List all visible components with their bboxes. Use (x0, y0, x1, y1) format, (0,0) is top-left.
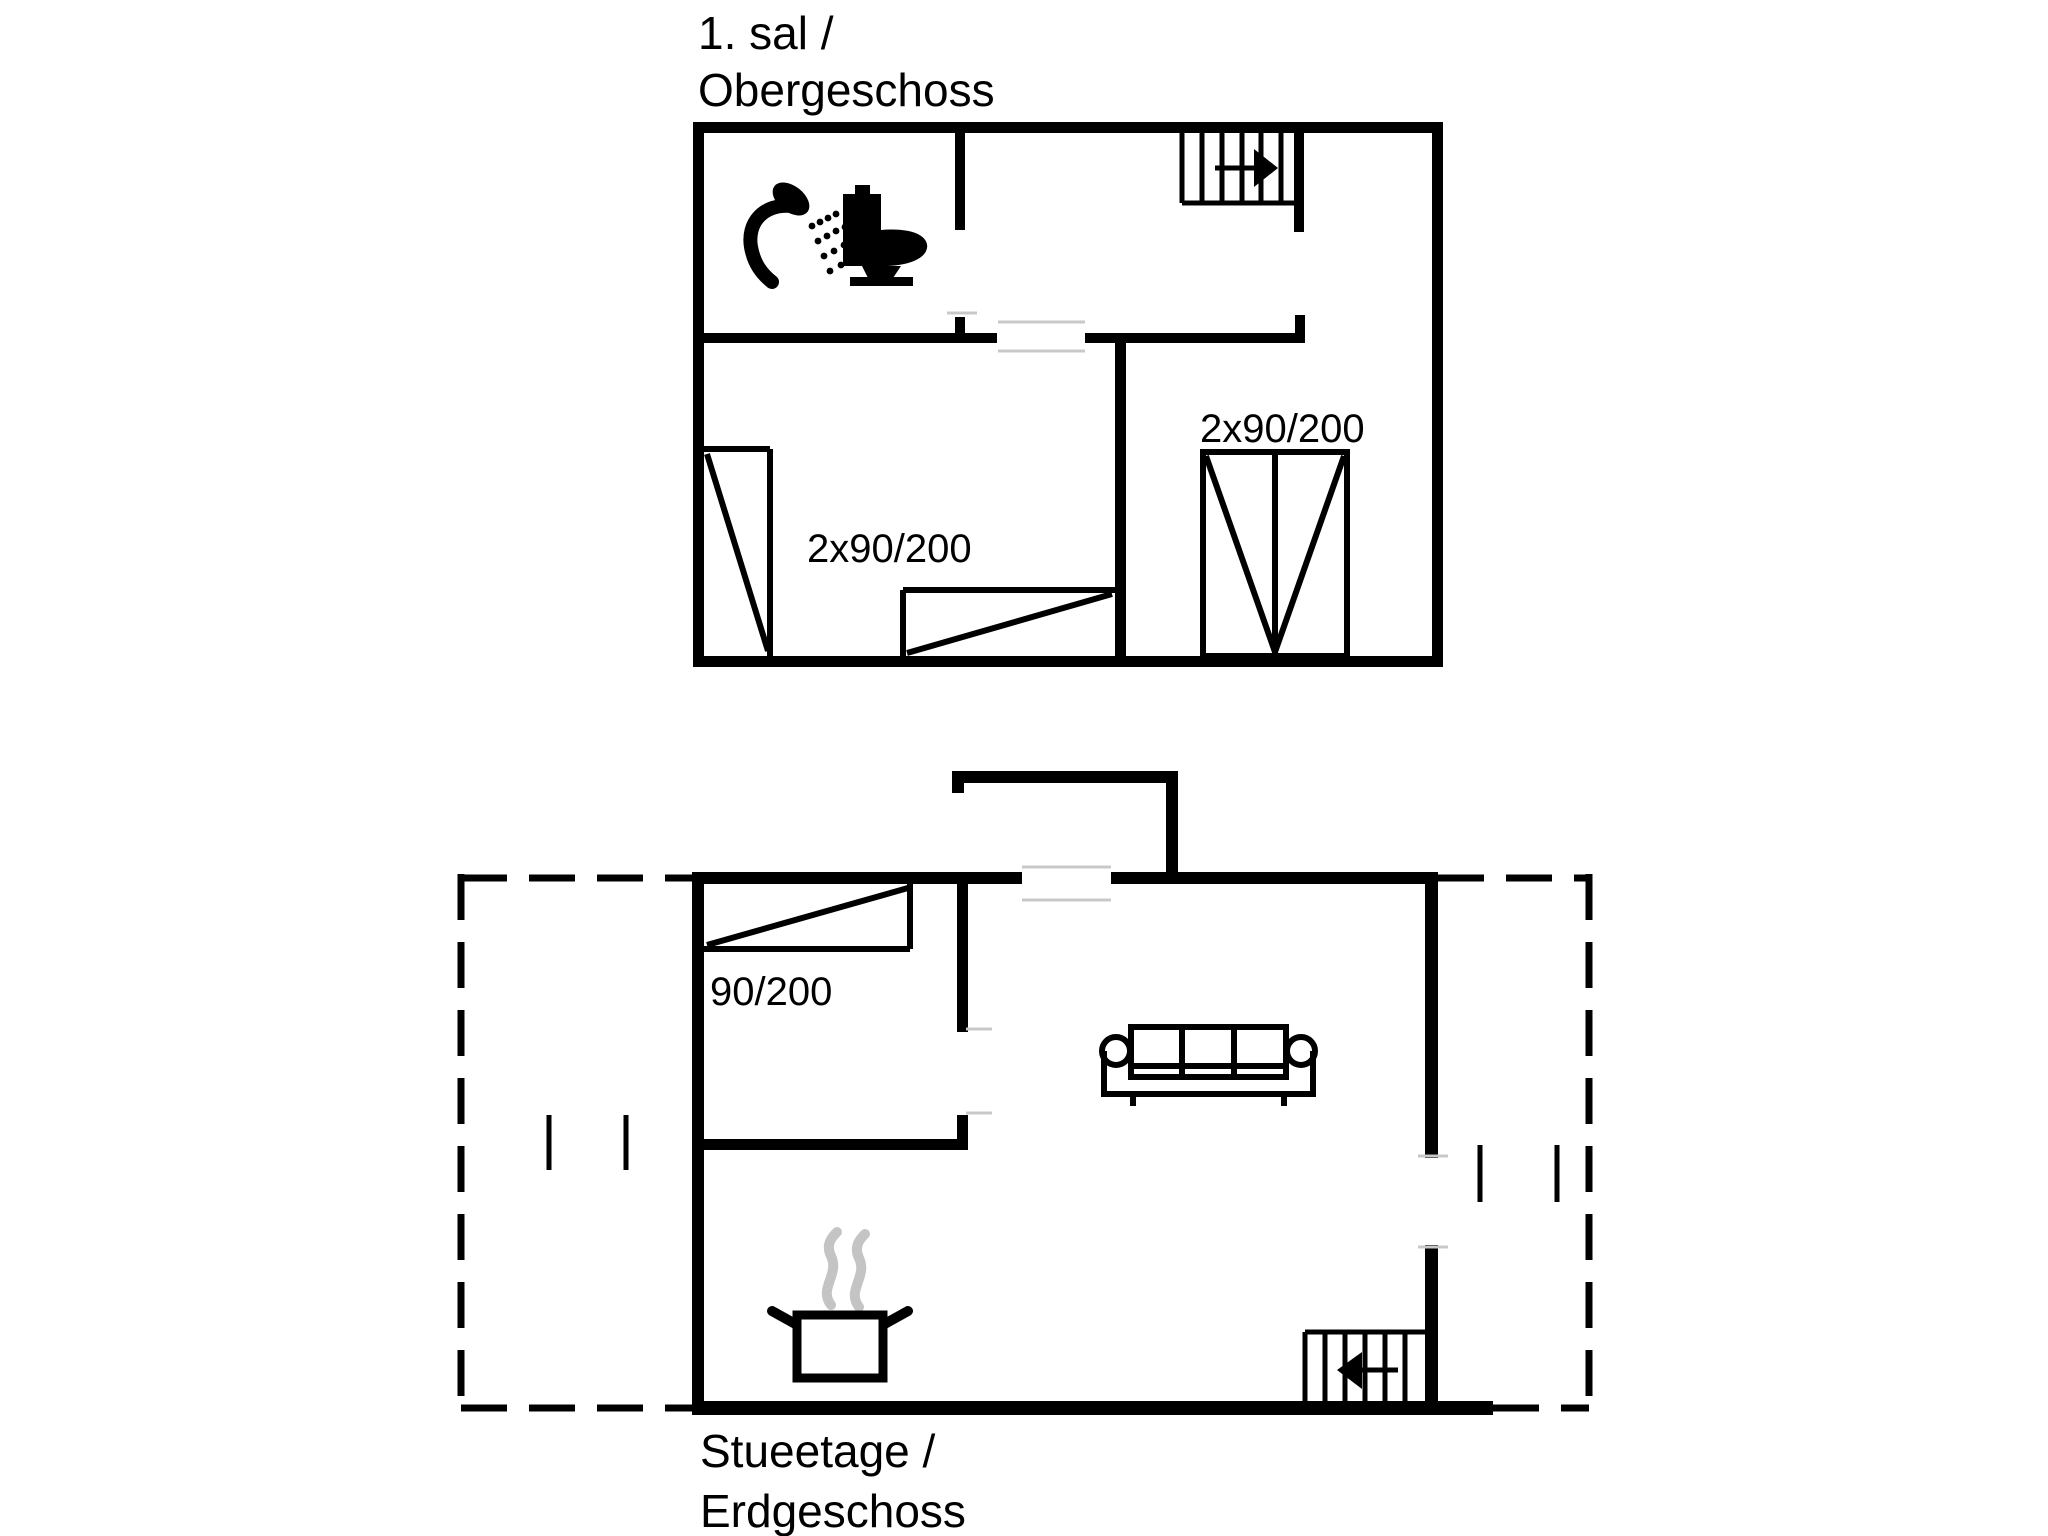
toilet-icon (843, 185, 928, 286)
stairs-icon (1302, 1329, 1425, 1401)
entrance-vestibule-walls (952, 771, 1178, 884)
cooking-pot-icon (767, 1227, 913, 1383)
double-bed-icon (1200, 449, 1350, 659)
shower-icon (743, 182, 858, 289)
steam-icon (821, 1227, 870, 1312)
upper-floor-title-line1: 1. sal / (698, 7, 834, 59)
upper-floor-title-line2: Obergeschoss (698, 64, 995, 116)
single-bed-icon (704, 446, 773, 656)
upper-floor-plan: 1. sal / Obergeschoss (693, 7, 1443, 667)
stairs-icon (1179, 133, 1302, 206)
stairs-arrow-right (1254, 149, 1278, 187)
terrace-post-markers (546, 1115, 1560, 1202)
ground-floor-plan: 90/200 (457, 771, 1593, 1536)
bed-size-label: 90/200 (710, 970, 832, 1014)
single-bed-icon (704, 884, 913, 952)
bed-size-label: 2x90/200 (1200, 407, 1365, 451)
ground-interior-walls (704, 884, 968, 1150)
ground-floor-title-line1: Stueetage / (700, 1425, 936, 1477)
ground-outer-walls (692, 872, 1493, 1415)
ground-floor-title-line2: Erdgeschoss (700, 1485, 966, 1536)
terrace-dashed-outline (457, 874, 1593, 1412)
single-bed-icon (900, 587, 1115, 656)
sofa-icon (1099, 1024, 1318, 1106)
upper-door-markers (947, 311, 1085, 353)
upper-outer-walls (693, 122, 1443, 667)
ground-door-markers (966, 865, 1448, 1249)
stairs-arrow-left (1337, 1352, 1362, 1389)
bed-size-label: 2x90/200 (807, 527, 972, 571)
